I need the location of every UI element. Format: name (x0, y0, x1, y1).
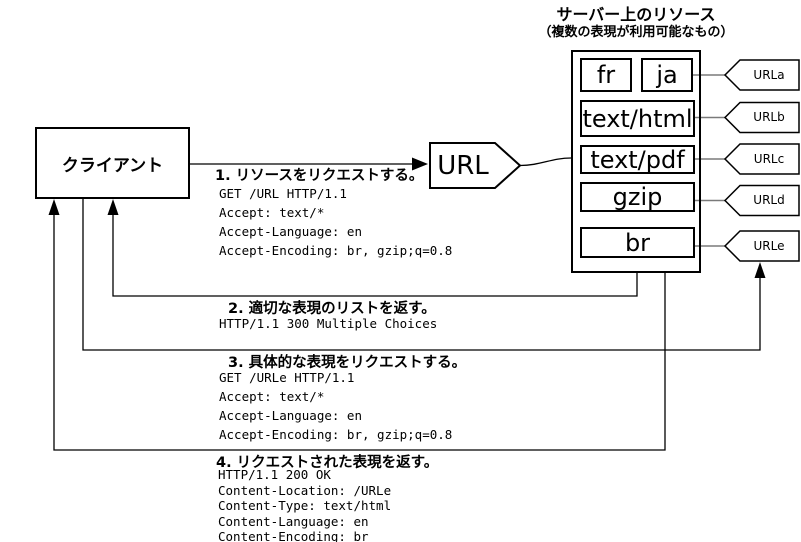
message2-http-lines: HTTP/1.1 300 Multiple Choices (219, 314, 437, 333)
urla-tag-shape (723, 59, 800, 91)
http-line: HTTP/1.1 200 OK (218, 467, 331, 482)
server-resources-subtitle: （複数の表現が利用可能なもの） (538, 25, 734, 40)
http-line: Content-Language: en (218, 513, 369, 529)
server-box (571, 50, 701, 273)
message2-response-line (112, 213, 638, 297)
url-to-server-connector (519, 157, 572, 167)
urle-tag-label: URLe (753, 239, 785, 253)
message4-response-line (53, 213, 666, 451)
urle-tag-shape (723, 230, 800, 262)
http-line: Content-Location: /URLe (218, 482, 392, 498)
message3-request-line (82, 198, 761, 351)
message2-arrowhead-icon (107, 199, 119, 215)
client-label: クライアント (61, 155, 164, 176)
urlb-tag-label: URLb (753, 110, 785, 124)
representation-box-fr: fr (580, 58, 632, 92)
urlc-tag-shape (723, 143, 800, 175)
urld-tag-label: URLd (753, 193, 785, 207)
representation-box-ja: ja (641, 58, 693, 92)
http-line: Accept-Encoding: br, gzip;q=0.8 (219, 427, 453, 442)
representation-box-br: br (580, 227, 695, 258)
http-line: Accept-Language: en (219, 224, 362, 239)
message4-arrowhead-icon (48, 199, 60, 215)
http-line: Accept-Encoding: br, gzip;q=0.8 (219, 243, 453, 258)
http-line: HTTP/1.1 300 Multiple Choices (219, 316, 438, 331)
http-line: Accept: text/* (219, 205, 325, 220)
http-line: GET /URLe HTTP/1.1 (219, 370, 355, 385)
urla-tag-label: URLa (753, 68, 785, 82)
urlb-tag-shape (723, 101, 800, 134)
urld-tag-shape (723, 184, 800, 217)
server-resources-header: サーバー上のリソース （複数の表現が利用可能なもの） (496, 5, 776, 41)
message3-arrowhead-icon (754, 262, 766, 278)
message2-title: 2. 適切な表現のリストを返す。 (228, 301, 436, 317)
representation-label: gzip (612, 183, 663, 211)
representation-label: br (624, 228, 651, 257)
server-resources-title: サーバー上のリソース (556, 5, 716, 24)
http-line: Accept-Language: en (219, 408, 362, 423)
client-box: クライアント (35, 127, 190, 199)
message4-title: 4. リクエストされた表現を返す。 (216, 455, 439, 471)
http-line: Content-Encoding: br (218, 529, 369, 542)
representation-box-text-pdf: text/pdf (580, 145, 695, 174)
representation-label: text/pdf (590, 145, 685, 174)
url-node-label: URL (437, 150, 489, 181)
url-node-shape (429, 142, 522, 189)
message1-title: 1. リソースをリクエストする。 (215, 168, 424, 184)
representation-label: fr (596, 61, 616, 89)
http-line: Accept: text/* (219, 389, 325, 404)
message1-arrowhead-icon (412, 157, 428, 171)
message3-title: 3. 具体的な表現をリクエストする。 (228, 355, 467, 371)
representation-label: text/html (582, 104, 693, 133)
representation-box-gzip: gzip (580, 182, 695, 212)
representation-label: ja (656, 61, 678, 89)
http-line: GET /URL HTTP/1.1 (219, 186, 347, 201)
urlc-tag-label: URLc (753, 152, 785, 166)
http-line: Content-Type: text/html (218, 498, 392, 513)
representation-box-text-html: text/html (580, 100, 695, 137)
